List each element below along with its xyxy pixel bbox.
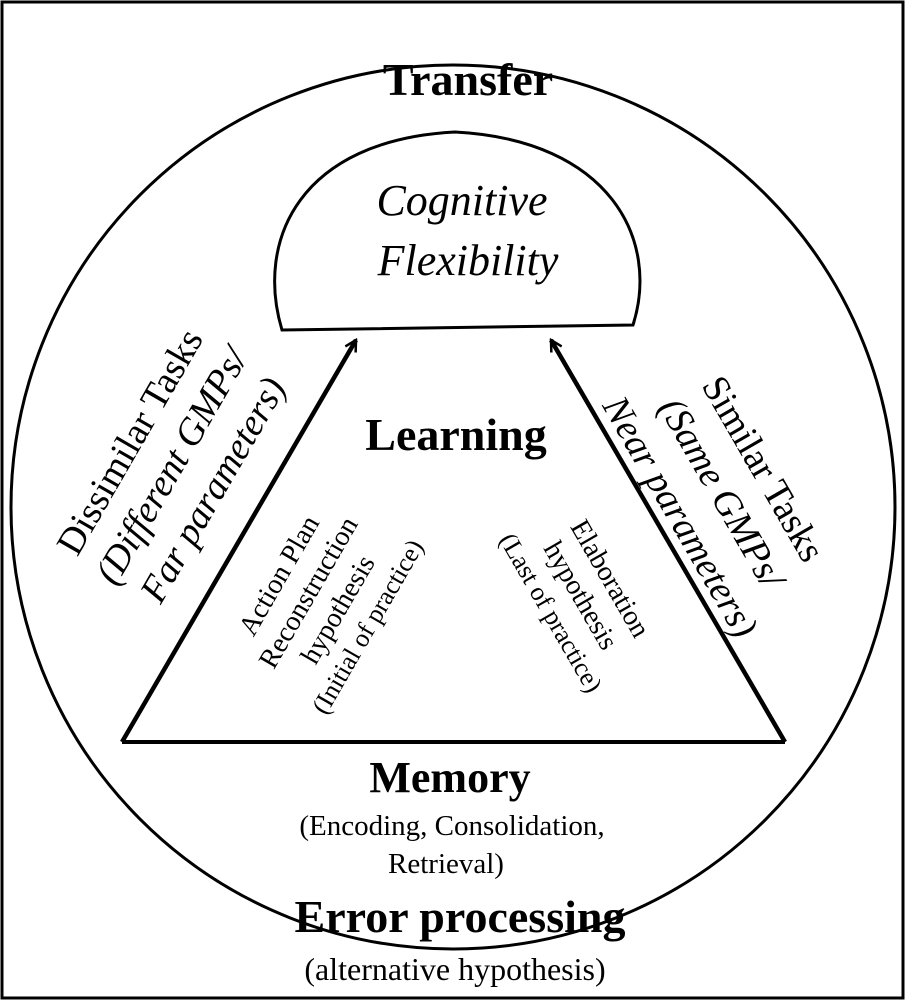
dissimilar-tasks-group: Dissimilar Tasks (Different GMPs/ Far pa… bbox=[49, 322, 295, 611]
memory-line1: (Encoding, Consolidation, bbox=[299, 810, 604, 842]
error-processing-label: Error processing bbox=[295, 891, 626, 942]
left-arrow bbox=[120, 340, 358, 744]
memory-label: Memory bbox=[369, 753, 530, 802]
transfer-label: Transfer bbox=[383, 54, 553, 105]
action-plan-group: Action Plan Reconstruction hypothesis (I… bbox=[233, 510, 430, 719]
error-processing-subtitle: (alternative hypothesis) bbox=[304, 951, 605, 987]
cognitive-flexibility-line2: Flexibility bbox=[377, 236, 559, 285]
right-arrow bbox=[549, 340, 787, 744]
memory-line2: Retrieval) bbox=[388, 848, 504, 880]
learning-label: Learning bbox=[365, 409, 546, 460]
elaboration-group: Elaboration hypothesis (Last of practice… bbox=[494, 514, 656, 697]
cognitive-flexibility-line1: Cognitive bbox=[376, 176, 547, 225]
cognitive-flexibility-dome bbox=[273, 130, 642, 332]
transfer-circle bbox=[9, 63, 897, 951]
